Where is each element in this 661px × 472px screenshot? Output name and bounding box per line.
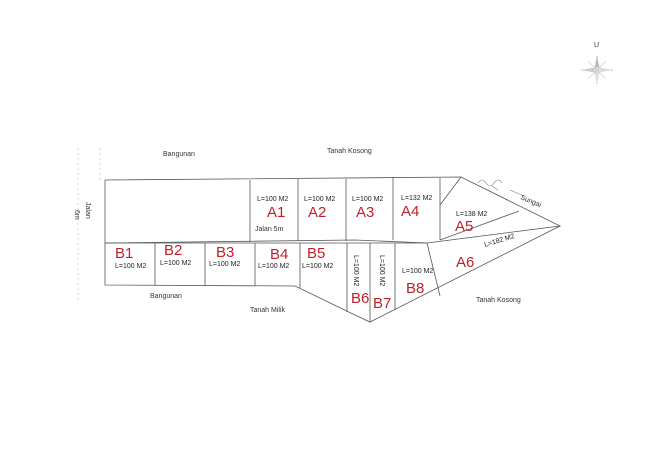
block-a-outline xyxy=(104,176,562,244)
neighbor-bottom-left: Bangunan xyxy=(150,293,182,300)
neighbor-top-right: Tanah Kosong xyxy=(327,148,372,155)
plot-id: B3 xyxy=(216,244,234,261)
plot-area: L=100 M2 xyxy=(258,263,289,270)
plot-b2: B2 L=100 M2 xyxy=(160,242,191,267)
plot-id: A3 xyxy=(356,204,374,221)
plot-area: L=100 M2 xyxy=(402,268,433,275)
plot-a6: L=182 M2 A6 xyxy=(456,233,516,271)
plot-b8: L=100 M2 B8 xyxy=(402,268,433,297)
neighbor-bottom-right: Tanah Kosong xyxy=(476,297,521,304)
road-label: Jalan 5m xyxy=(255,226,284,233)
plot-id: A2 xyxy=(308,204,326,221)
plot-id: B2 xyxy=(164,242,182,259)
plot-id: A6 xyxy=(456,254,474,271)
block-b-outline xyxy=(104,225,561,323)
plot-area: L=100 M2 xyxy=(302,263,333,270)
compass: U xyxy=(581,42,613,84)
plot-area: L=100 M2 xyxy=(352,255,359,286)
plot-id: B6 xyxy=(351,290,369,307)
plot-id: B8 xyxy=(406,280,424,297)
plot-id: A5 xyxy=(455,218,473,235)
plot-id: B4 xyxy=(270,246,288,263)
plot-id: B7 xyxy=(373,295,391,312)
river-line xyxy=(477,179,525,197)
neighbor-top-left: Bangunan xyxy=(163,151,195,158)
plot-area: L=138 M2 xyxy=(456,211,487,218)
plot-area: L=100 M2 xyxy=(378,255,385,286)
side-road-width: 6m xyxy=(73,210,80,220)
plot-area: L=100 M2 xyxy=(352,196,383,203)
plot-area: L=100 M2 xyxy=(160,260,191,267)
plot-a2: L=100 M2 A2 xyxy=(304,196,335,221)
plot-area: L=100 M2 xyxy=(304,196,335,203)
plot-area: L=132 M2 xyxy=(401,195,432,202)
plot-area: L=100 M2 xyxy=(115,263,146,270)
plot-id: B5 xyxy=(307,245,325,262)
plot-b1: B1 L=100 M2 xyxy=(115,245,146,270)
side-road-label: Jalan xyxy=(84,202,91,219)
plot-b7: L=100 M2 B7 xyxy=(373,255,391,312)
block-a xyxy=(104,176,562,244)
plot-b4: B4 L=100 M2 xyxy=(258,246,289,270)
plot-b6: L=100 M2 B6 xyxy=(351,255,369,307)
plot-id: A1 xyxy=(267,204,285,221)
plot-a3: L=100 M2 A3 xyxy=(352,196,383,221)
plot-id: B1 xyxy=(115,245,133,262)
plot-a4: L=132 M2 A4 xyxy=(401,195,432,220)
compass-rose-icon xyxy=(581,56,613,84)
plot-b5: B5 L=100 M2 xyxy=(302,245,333,270)
block-b xyxy=(104,225,561,323)
plot-a5: L=138 M2 A5 xyxy=(455,211,487,235)
neighbor-bottom-middle: Tanah Milik xyxy=(250,307,286,314)
plot-id: A4 xyxy=(401,203,419,220)
neighbor-river: Sungai xyxy=(519,194,542,209)
plot-b3: B3 L=100 M2 xyxy=(209,244,240,268)
compass-north-label: U xyxy=(594,42,599,49)
plot-area: L=100 M2 xyxy=(209,261,240,268)
plot-a1: L=100 M2 A1 xyxy=(257,196,288,221)
plot-area: L=100 M2 xyxy=(257,196,288,203)
